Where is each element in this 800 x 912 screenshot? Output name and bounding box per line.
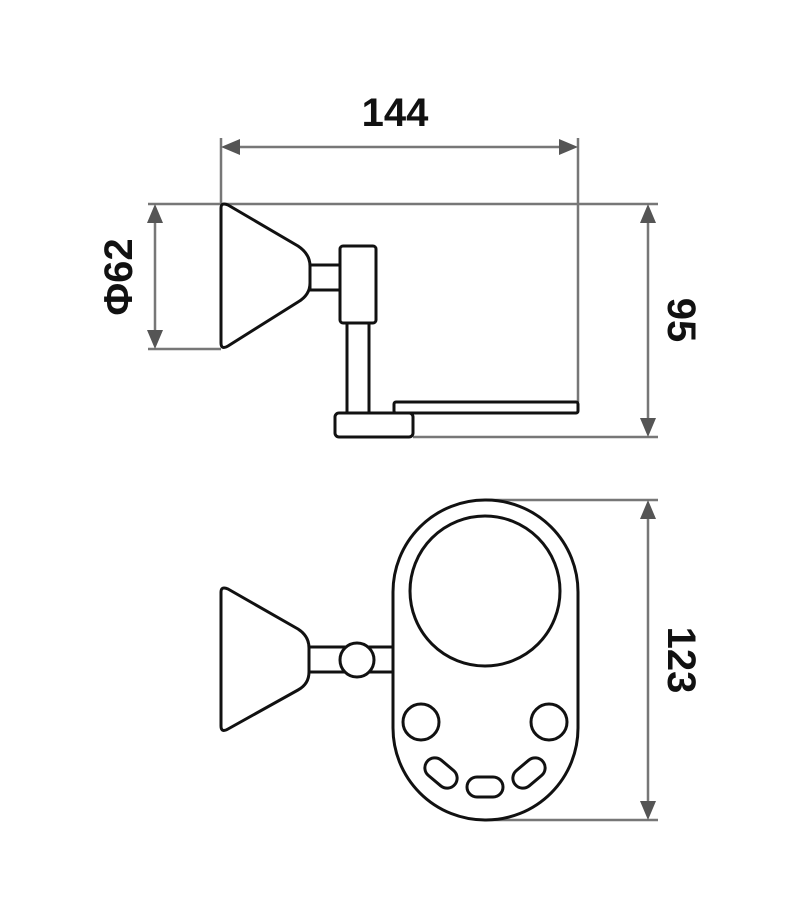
arrow-down-icon — [147, 330, 163, 349]
tray — [392, 400, 580, 415]
dimension-diameter: Φ62 — [97, 202, 221, 351]
arrow-left-icon — [221, 139, 240, 155]
post — [345, 321, 371, 415]
width-label: 144 — [362, 91, 429, 135]
joint-ball — [338, 641, 376, 679]
mount-block — [338, 244, 378, 325]
slot-left — [423, 756, 459, 790]
diameter-label: Φ62 — [97, 238, 141, 315]
slot-right — [511, 756, 547, 790]
dimension-height: 95 — [221, 202, 703, 439]
wall-flange-top — [219, 586, 311, 732]
top-view — [219, 498, 580, 822]
arrow-down-icon — [640, 418, 656, 437]
arrow-right-icon — [559, 139, 578, 155]
arrow-up-icon — [147, 204, 163, 223]
arm — [308, 263, 342, 292]
side-view — [219, 202, 580, 439]
wall-flange — [219, 202, 312, 349]
dimension-width: 144 — [219, 91, 580, 402]
brush-hole-left — [401, 702, 441, 742]
arrow-up-icon — [640, 500, 656, 519]
depth-label: 123 — [659, 627, 703, 694]
base — [333, 411, 415, 439]
arrow-down-icon — [640, 801, 656, 820]
height-label: 95 — [659, 298, 703, 343]
cup-hole — [408, 514, 562, 668]
slot-middle — [465, 775, 505, 799]
brush-hole-right — [529, 702, 569, 742]
arrow-up-icon — [640, 204, 656, 223]
dimension-depth: 123 — [485, 498, 703, 822]
